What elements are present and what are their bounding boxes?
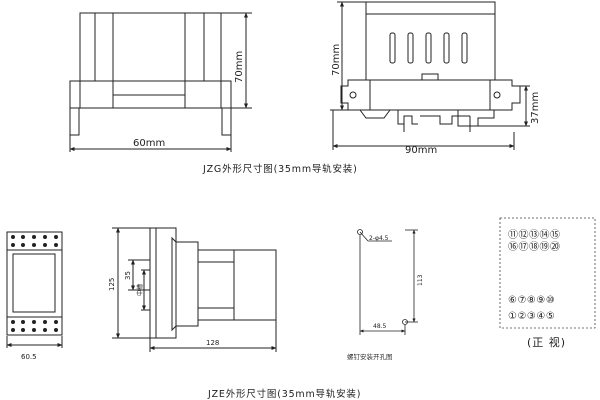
jzg-height-label: 70mm (234, 51, 245, 83)
jze-screw-dia-label: 2-φ4.5 (369, 235, 389, 242)
terminals-bottom-row-1: ⑥⑦⑧⑨⑩ (508, 295, 555, 306)
jze-screw-height-label: 113 (417, 274, 424, 286)
terminals-bottom-row-2: ①②③④⑤ (508, 311, 555, 322)
jze-side-dim-label: 中槽 (136, 284, 144, 296)
jze-upper-label: 35 (124, 271, 132, 280)
jze-side-view (112, 227, 277, 352)
jzg-side-view (330, 1, 530, 150)
jze-front-width-label: 60.5 (21, 353, 37, 361)
jze-front-caption: (正 视) (527, 336, 567, 349)
terminals-top-row-1: ⑪⑫⑬⑭⑮ (508, 229, 561, 241)
jze-depth-label: 128 (206, 339, 219, 347)
jzg-rail-label: 37mm (530, 92, 541, 124)
jze-screw-caption: 螺钉安装开孔图 (347, 353, 393, 361)
jzg-front-view (69, 12, 252, 152)
jzg-side-height-label: 70mm (331, 44, 342, 76)
jzg-width-label: 60mm (133, 138, 165, 149)
jze-screw-hole-diagram (357, 229, 418, 335)
jze-front-view (6, 231, 63, 348)
jze-front-terminals (11, 235, 58, 332)
jzg-caption: JZG外形尺寸图(35mm导轨安装) (203, 164, 358, 175)
jze-screw-width-label: 48.5 (373, 323, 387, 330)
jze-terminal-panel (499, 217, 596, 329)
jze-caption: JZE外形尺寸图(35mm导轨安装) (208, 389, 362, 400)
terminals-top-row-2: ⑯⑰⑱⑲⑳ (508, 241, 561, 253)
jze-height-label: 125 (108, 278, 116, 291)
jzg-depth-label: 90mm (405, 145, 437, 156)
